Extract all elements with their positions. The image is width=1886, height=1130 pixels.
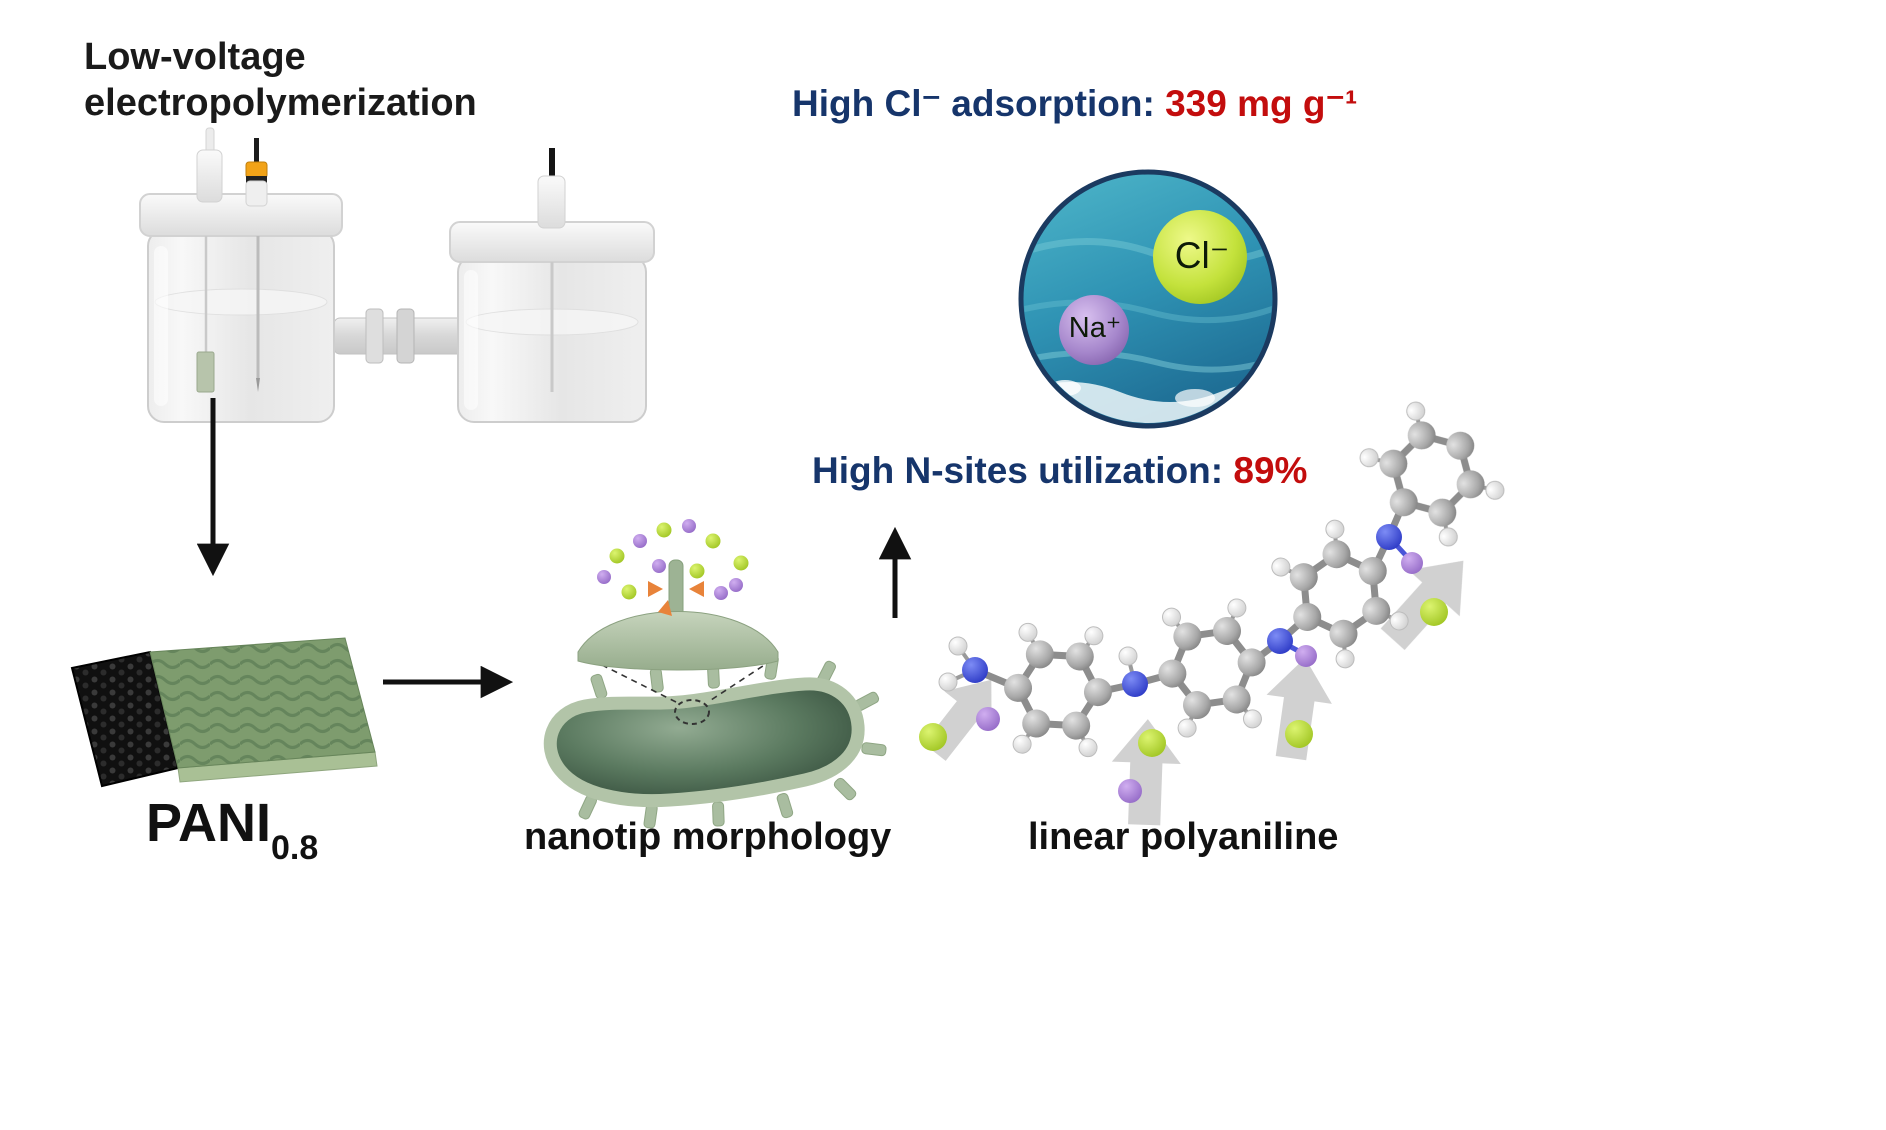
morphology-caption: nanotip morphology	[524, 816, 892, 858]
product-label: PANI0.8	[146, 792, 318, 867]
utilization-metric: High N-sites utilization: 89%	[812, 450, 1307, 492]
process-title-line2: electropolymerization	[84, 82, 477, 125]
sodium-ion-label: Na⁺	[1068, 312, 1122, 344]
nitrogen-atom	[962, 657, 988, 683]
chloride-sphere	[1153, 210, 1247, 304]
molecule-caption: linear polyaniline	[1028, 816, 1339, 858]
adsorption-label: High Cl⁻ adsorption:	[792, 83, 1166, 124]
nitrogen-atom	[1376, 524, 1402, 550]
electrochemical-cell-illustration	[139, 127, 655, 423]
pani-film-illustration	[70, 637, 378, 788]
flow-arrows	[196, 398, 912, 699]
nitrogen-atom	[1267, 628, 1293, 654]
nanotip-inset	[577, 519, 779, 671]
free-ions	[919, 552, 1448, 803]
ion-cloud	[597, 519, 749, 600]
utilization-value: 89%	[1233, 450, 1308, 491]
process-title: Low-voltage electropolymerization	[84, 34, 477, 127]
seawater-circle-illustration	[1018, 169, 1278, 429]
product-subscript: 0.8	[271, 828, 319, 867]
nanotip-morphology-illustration	[543, 519, 887, 829]
polyaniline-molecule-illustration	[911, 390, 1516, 827]
chloride-ion-label: Cl⁻	[1174, 235, 1230, 276]
process-title-line1: Low-voltage	[84, 36, 306, 78]
adsorption-value: 339 mg g⁻¹	[1165, 83, 1358, 124]
product-name: PANI	[146, 793, 272, 853]
sodium-sphere	[1059, 295, 1129, 365]
nitrogen-atom	[1122, 671, 1148, 697]
zoom-region-circle	[674, 699, 710, 725]
utilization-label: High N-sites utilization:	[812, 450, 1234, 491]
adsorption-metric: High Cl⁻ adsorption: 339 mg g⁻¹	[792, 82, 1357, 125]
